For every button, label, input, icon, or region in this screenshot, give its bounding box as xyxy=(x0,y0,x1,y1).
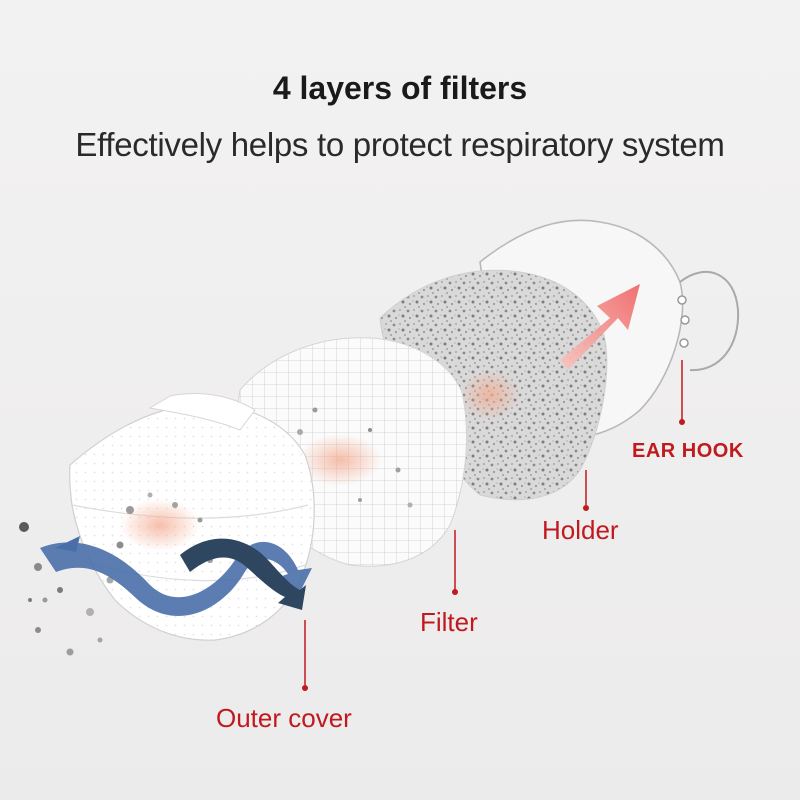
ear-hook-label: EAR HOOK xyxy=(632,440,744,462)
holder-label: Holder xyxy=(542,515,619,545)
filter-label: Filter xyxy=(420,607,478,637)
airborne-particles xyxy=(19,522,103,656)
airflow-arrows xyxy=(40,536,312,616)
outer-cover-layer xyxy=(69,393,315,691)
page-subtitle: Effectively helps to protect respiratory… xyxy=(75,126,725,163)
airflow-exit-arrow xyxy=(560,284,640,370)
page-title: 4 layers of filters xyxy=(272,70,528,106)
outer-cover-label: Outer cover xyxy=(216,703,352,733)
